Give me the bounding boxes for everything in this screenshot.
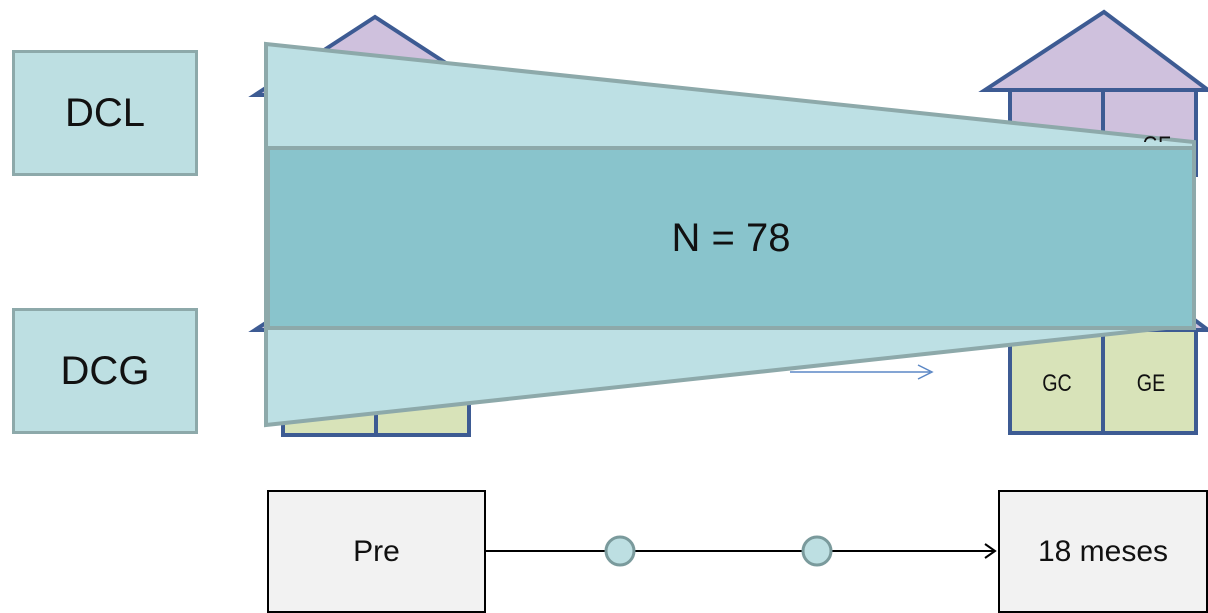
group-box-dcg: DCG — [12, 308, 198, 434]
group-box-dcl: DCL — [12, 50, 198, 176]
house-label-top-right-ge: GE — [1120, 124, 1194, 142]
house-roof-top-right — [978, 9, 1208, 92]
house-label-gc: GC — [1042, 370, 1072, 397]
funnel-band — [266, 146, 1196, 330]
house-label-ge: GE — [1136, 370, 1166, 397]
timeline-arrowhead — [984, 543, 997, 559]
timeline-start-label: Pre — [353, 534, 400, 568]
timeline-point-2 — [801, 535, 833, 567]
timeline-end-label: 18 meses — [1037, 534, 1169, 568]
timeline-end-box: 18 meses — [998, 490, 1208, 613]
group-label-dcl: DCL — [64, 90, 146, 135]
timeline-point-1 — [604, 535, 636, 567]
sample-size-label: N = 78 — [268, 148, 1194, 328]
sample-size-text: N = 78 — [671, 215, 791, 260]
timeline-start-box: Pre — [267, 490, 486, 613]
group-label-dcg: DCG — [60, 348, 150, 393]
